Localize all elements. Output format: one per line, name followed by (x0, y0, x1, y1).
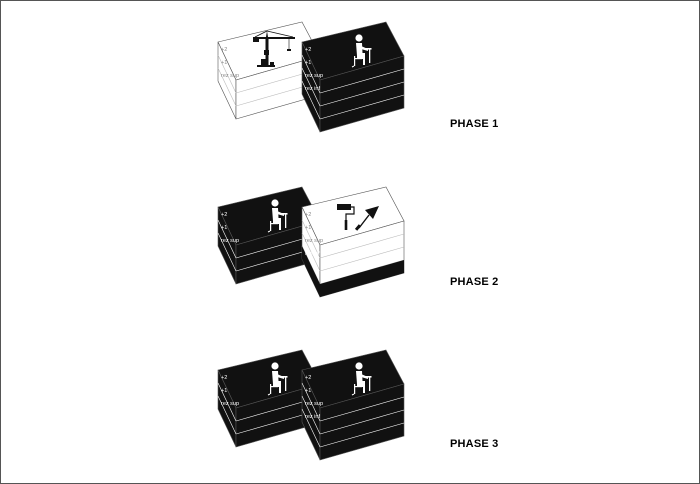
phase-2-label: PHASE 2 (450, 276, 499, 288)
phase-2-block-1-floor-label: +2 (221, 212, 227, 218)
phase-2-block-2-floor-label: rez sup (305, 238, 323, 244)
phase-2-block-2: +2 +1 rez sup rez inf (301, 186, 405, 298)
phase-2-block-2-floor-label: +2 (305, 212, 311, 218)
phase-2-block-1-floor-label: rez sup (221, 238, 239, 244)
phase-2-block-1: +2 +1 rez sup (217, 186, 321, 285)
phase-1-block-2: +2 +1 rez sup rez inf (301, 21, 405, 133)
phase-1-block-1-floor-label: +1 (221, 60, 227, 66)
phase-3-block-2-floor-label: +1 (305, 388, 311, 394)
phase-3-block-2-floor-label: rez inf (305, 414, 320, 420)
phase-2-block-1-floor-label: +1 (221, 225, 227, 231)
phase-2-block-2-floor-label: +1 (305, 225, 311, 231)
phase-1-block-2-floor-label: +1 (305, 60, 311, 66)
phase-3-block-1-floor-label: +1 (221, 388, 227, 394)
phase-1-block-2-floor-label: rez inf (305, 86, 320, 92)
phase-1-block-1-floor-label: rez sup (221, 73, 239, 79)
phase-3-block-1-floor-label: rez sup (221, 401, 239, 407)
phase-1-label: PHASE 1 (450, 118, 499, 130)
phase-1-block-2-floor-label: rez sup (305, 73, 323, 79)
phase-1-block-2-floor-label: +2 (305, 47, 311, 53)
phase-3-block-2-floor-label: rez sup (305, 401, 323, 407)
phase-3-block-2-floor-label: +2 (305, 375, 311, 381)
phase-3-label: PHASE 3 (450, 438, 499, 450)
phase-3-block-1-floor-label: +2 (221, 375, 227, 381)
phase-1-block-1-floor-label: +2 (221, 47, 227, 53)
phase-3-block-2: +2 +1 rez sup rez inf (301, 349, 405, 461)
phase-2-block-2-floor-label: rez inf (305, 251, 320, 257)
